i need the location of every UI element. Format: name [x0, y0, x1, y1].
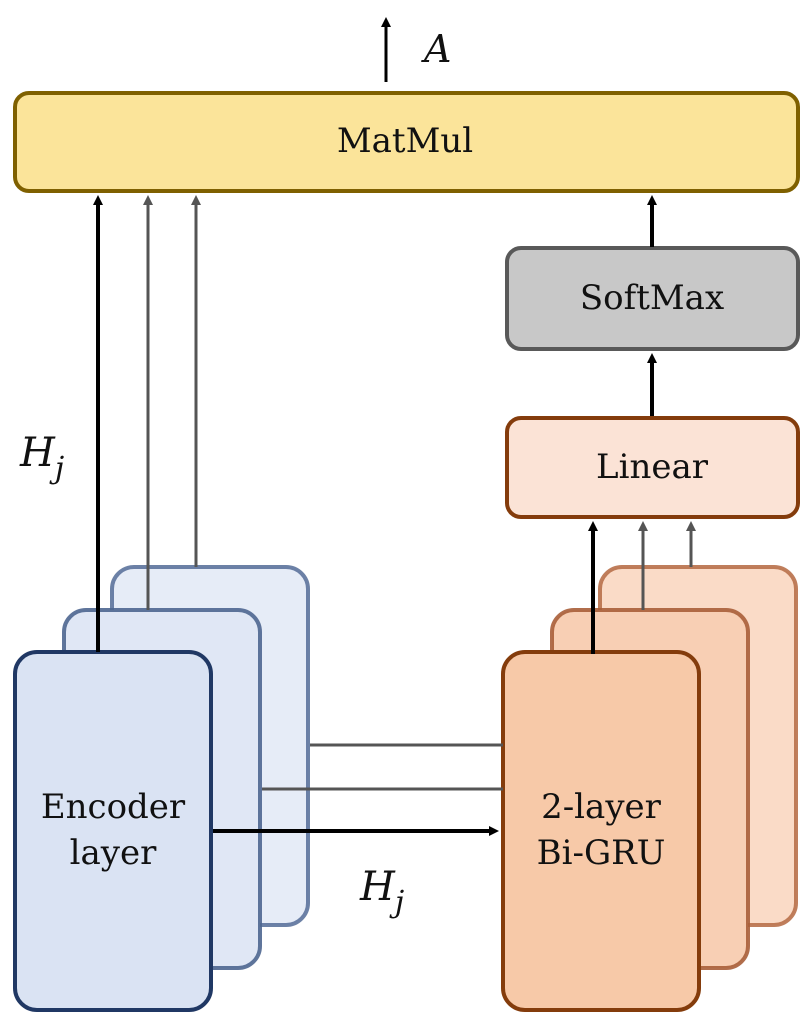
matmul-box: [13, 91, 800, 193]
svg-text:Hj: Hj: [19, 430, 64, 486]
gru-stack: 2-layer Bi-GRU: [501, 565, 798, 1012]
encoder-label-line1: Encoder: [41, 787, 186, 827]
output-symbol: A: [421, 27, 451, 71]
softmax-box: [505, 246, 800, 351]
linear-box: [505, 416, 800, 519]
hidden-state-label-left: Hj: [19, 430, 64, 486]
encoder-layer-front: [13, 650, 213, 1012]
gru-label-line1: 2-layer: [541, 787, 662, 827]
svg-text:Hj: Hj: [359, 864, 404, 920]
linear-label: Linear: [596, 447, 709, 487]
encoder-label-line2: layer: [70, 833, 157, 873]
gru-label-line2: Bi-GRU: [537, 833, 666, 873]
hidden-state-label-bottom: Hj: [359, 864, 404, 920]
encoder-stack: Encoder layer: [13, 565, 310, 1012]
gru-layer-front: [501, 650, 701, 1012]
matmul-label: MatMul: [337, 121, 473, 161]
softmax-label: SoftMax: [580, 278, 724, 318]
